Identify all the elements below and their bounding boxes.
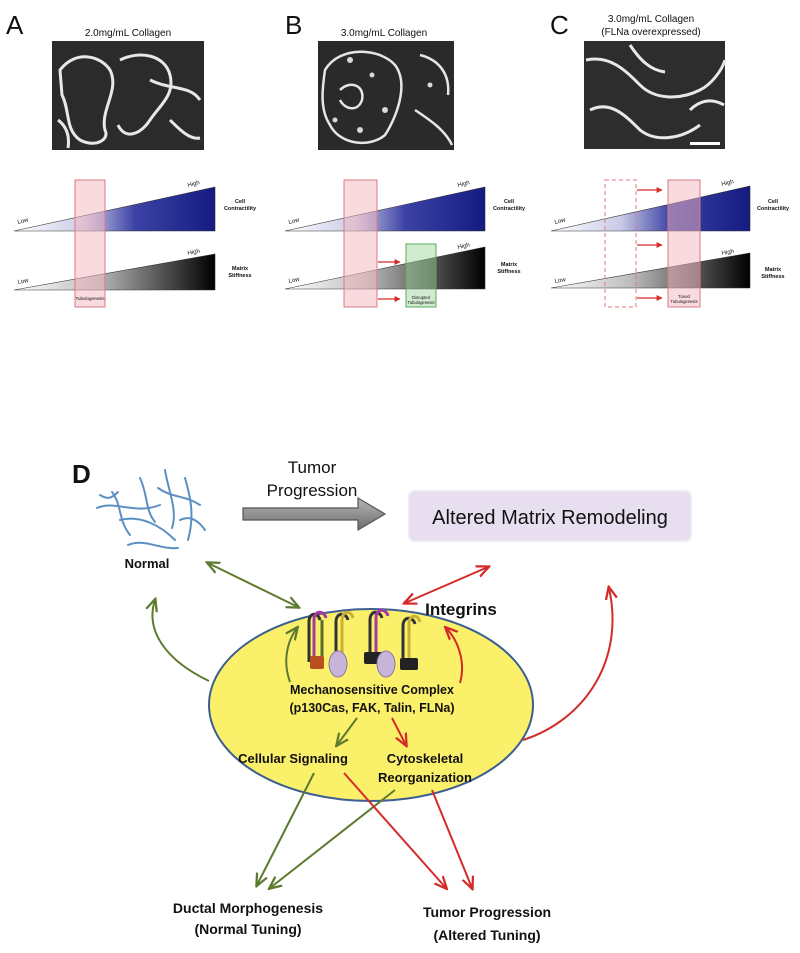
red-arrow-integrin-remodeling [405,567,488,603]
green-arrow-signaling-to-ductal [257,772,315,885]
b-top-high: High [457,180,470,189]
complex-label-line2: (p130Cas, FAK, Talin, FLNa) [289,701,454,715]
a-range-box [74,179,106,308]
micrograph-a [52,41,204,150]
progression-label-line2: Progression [267,481,358,500]
c-top-low: Low [554,217,567,226]
c-top-label1: Cell [768,199,779,205]
b-bottom-label1: Matrix [501,262,518,268]
b-bottom-low: Low [288,277,301,285]
c-box-label1: Tuned [678,294,690,299]
green-arrow-cytoskeletal-to-ductal [270,789,396,888]
c-bottom-label1: Matrix [765,267,782,273]
b-top-label1: Cell [504,199,515,205]
b-bottom-label2: Stiffness [497,269,520,275]
a-bottom-label2: Stiffness [228,273,251,279]
panel-letter-b: B [285,10,302,40]
red-arrow-complex-to-integrin [446,628,464,684]
green-arrow-complex-to-integrin [286,628,297,683]
scale-bar [690,142,720,145]
ductal-label-line1: Ductal Morphogenesis [173,900,323,916]
red-arrow-complex-to-cytoskeletal [391,717,406,745]
red-arrow-cell-to-remodeling [522,588,613,741]
cell-body [208,608,534,802]
c-bottom-low: Low [554,277,567,285]
green-arrow-complex-to-signaling [337,717,358,745]
b-box-label2: Tubulogenesis [407,300,434,305]
complex-label-line1: Mechanosensitive Complex [290,683,454,697]
progression-label-line1: Tumor [288,458,337,477]
c-top-label2: Contractility [757,206,790,212]
panel-d: D Normal Tumor Progression Altered Matri… [72,458,692,943]
a-box-label: Tubulogenesis [75,296,105,301]
b-top-label2: Contractility [493,206,526,212]
b-range-box [343,179,378,308]
red-pathway-arrows [343,567,613,888]
cytoskeletal-label-line2: Reorganization [378,770,472,785]
green-arrow-cell-to-normal [152,600,210,682]
c-top-high: High [721,179,734,188]
a-top-high: High [187,180,200,189]
a-top-label1: Cell [235,199,246,205]
tumor-label-line2: (Altered Tuning) [433,927,540,943]
c-bottom-high: High [721,249,734,257]
integrin-complex-left-icon [307,610,355,678]
c-original-box [604,179,637,308]
a-bottom-low: Low [17,278,30,286]
b-bottom-high: High [457,243,470,251]
panel-c-subtitle: (FLNa overexpressed) [601,27,700,38]
tumor-label-line1: Tumor Progression [423,904,551,920]
b-shift-box [405,243,437,308]
integrins-label: Integrins [425,600,497,619]
red-arrow-signaling-to-tumor [343,772,446,888]
panel-b-title: 3.0mg/mL Collagen [341,28,427,39]
red-arrow-cytoskeletal-to-tumor [431,789,472,888]
micrograph-b [318,41,454,150]
normal-label: Normal [125,556,170,571]
b-top-low: Low [288,217,301,226]
panel-letter-d: D [72,459,91,489]
b-box-label1: Disrupted [412,295,431,300]
a-top-label2: Contractility [224,206,257,212]
panel-b: B 3.0mg/mL Collagen Low High Cell Contra… [284,10,526,308]
c-bottom-label2: Stiffness [761,274,784,280]
panel-c: C 3.0mg/mL Collagen (FLNa overexpressed)… [550,10,790,308]
a-bottom-label1: Matrix [232,266,249,272]
remodeling-label: Altered Matrix Remodeling [432,507,668,529]
a-top-low: Low [17,217,30,226]
a-bottom-high: High [187,249,200,257]
panel-a-title: 2.0mg/mL Collagen [85,28,171,39]
cytoskeletal-label-line1: Cytoskeletal [387,751,464,766]
collagen-network-icon [96,469,206,550]
integrin-complex-right-icon [364,608,422,678]
c-box-label2: Tubulogenesis [670,299,697,304]
green-arrow-normal-integrin [208,563,298,607]
ductal-label-line2: (Normal Tuning) [194,921,301,937]
progression-arrow-icon [242,496,387,532]
panel-letter-c: C [550,10,569,40]
panel-c-title: 3.0mg/mL Collagen [608,14,694,25]
panel-a: A 2.0mg/mL Collagen Low High Cell Contra… [6,10,257,308]
altered-matrix-remodeling-box [408,490,692,542]
micrograph-c [584,41,727,149]
cellular-signaling-label: Cellular Signaling [238,751,348,766]
panel-letter-a: A [6,10,24,40]
c-shifted-box [667,179,701,308]
